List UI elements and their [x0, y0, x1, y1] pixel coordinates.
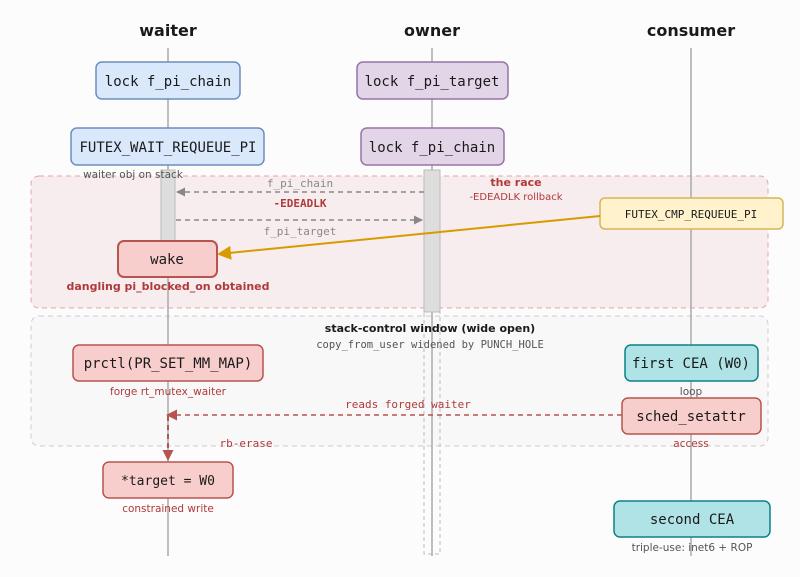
edeadlk-label: -EDEADLK [274, 197, 327, 210]
race-subtitle: -EDEADLK rollback [469, 192, 562, 203]
loop-caption: loop [680, 386, 703, 398]
f-pi-chain-label: f_pi_chain [267, 177, 333, 190]
target-write-label: *target = W0 [121, 474, 215, 489]
target-write-box [102, 461, 234, 499]
sched-setattr-label: sched_setattr [636, 409, 746, 425]
rb-erase-label: rb-erase [220, 437, 273, 450]
owner-lock-target-box [356, 61, 509, 100]
wake-box [117, 240, 218, 278]
second-cea-box [613, 500, 771, 538]
reads-forged-label: reads forged waiter [345, 398, 471, 411]
f-pi-target-label: f_pi_target [264, 225, 337, 238]
futex-cmp-requeue-box [599, 197, 784, 230]
triple-use-caption: triple-use: inet6 + ROP [632, 542, 753, 554]
window-title: stack-control window (wide open) [325, 322, 535, 335]
owner-lock-chain-box [360, 127, 505, 166]
first-cea-label: first CEA (W0) [632, 356, 750, 372]
wake-arrow [217, 215, 601, 260]
constrained-caption: constrained write [122, 503, 214, 515]
futex-cmp-requeue-label: FUTEX_CMP_REQUEUE_PI [625, 208, 757, 221]
lane-waiter: waiter [139, 21, 197, 40]
owner-dashed-activation [423, 311, 441, 555]
waiter-obj-caption: waiter obj on stack [83, 169, 184, 181]
access-caption: access [673, 438, 708, 450]
lane-owner: owner [404, 21, 460, 40]
owner-lock-target-label: lock f_pi_target [365, 74, 500, 90]
race-title: the race [490, 176, 541, 189]
owner-activation [423, 169, 441, 313]
lane-consumer: consumer [647, 21, 735, 40]
owner-lock-chain-label: lock f_pi_chain [369, 140, 495, 156]
prctl-label: prctl(PR_SET_MM_MAP) [84, 356, 253, 372]
sched-setattr-box [621, 397, 762, 435]
wake-label: wake [150, 252, 184, 268]
second-cea-label: second CEA [650, 512, 735, 528]
first-cea-box [624, 344, 759, 382]
forge-caption: forge rt_mutex_waiter [110, 386, 227, 398]
window-subtitle: copy_from_user widened by PUNCH_HOLE [316, 339, 544, 351]
waiter-lock-box [95, 61, 241, 100]
prctl-box [72, 344, 264, 382]
futex-wait-requeue-box [70, 127, 265, 166]
waiter-lock-label: lock f_pi_chain [105, 74, 231, 90]
dangling-caption: dangling pi_blocked_on obtained [66, 280, 269, 293]
futex-wait-requeue-label: FUTEX_WAIT_REQUEUE_PI [79, 140, 256, 156]
